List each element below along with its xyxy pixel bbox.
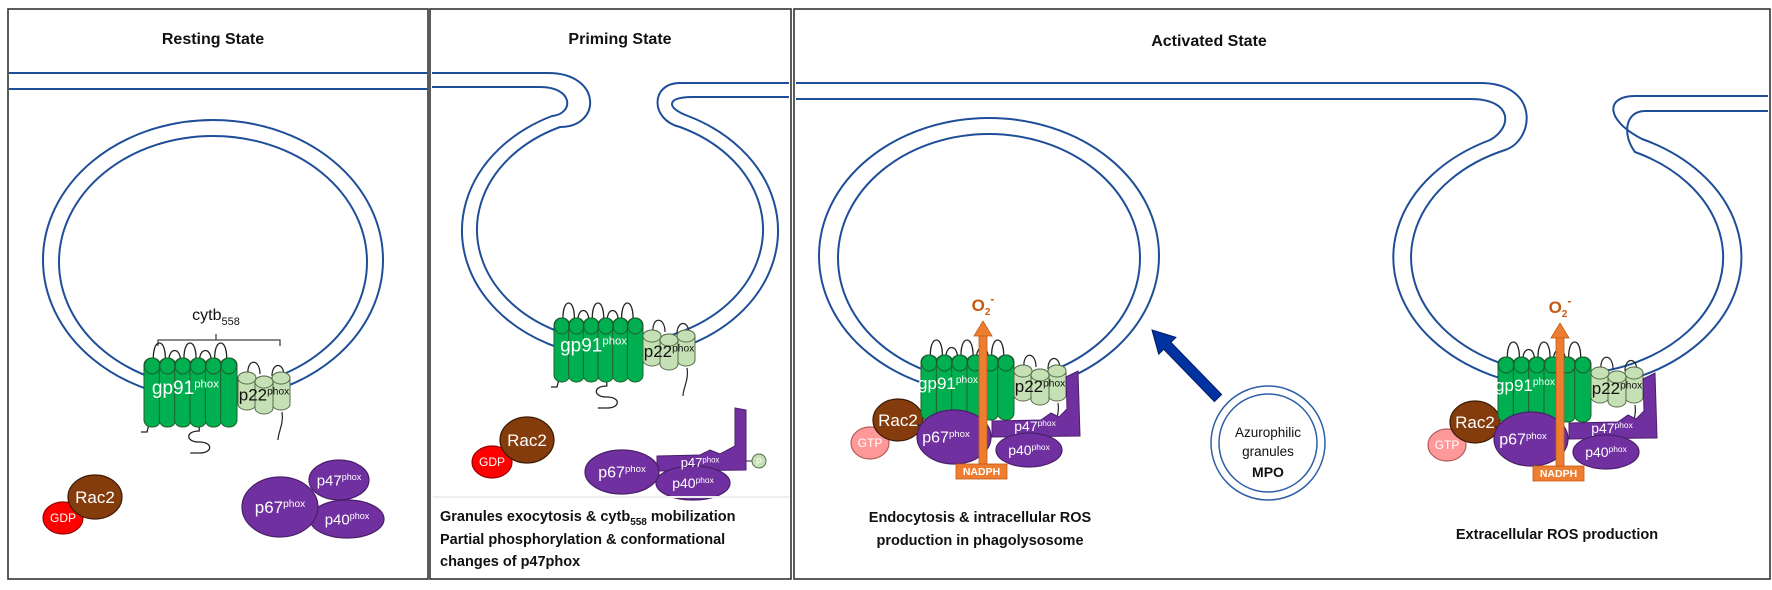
gp91-label: gp91phox: [560, 335, 627, 356]
granule-label-mpo: MPO: [1252, 464, 1284, 480]
p40phox: [1572, 434, 1640, 470]
phosphate-label: P: [756, 457, 762, 467]
gp91-label: gp91phox: [1495, 376, 1555, 395]
p47-label: p47phox: [1014, 418, 1056, 434]
priming-caption-line2: Partial phosphorylation & conformational: [440, 532, 725, 548]
superoxide-label: O2-: [972, 292, 995, 318]
active-complex-phagosome: [850, 320, 1081, 480]
gdp-label: GDP: [50, 511, 76, 525]
priming-caption-line3: changes of p47phox: [440, 554, 580, 570]
nadph-box: [955, 463, 1008, 480]
rac2: [67, 474, 123, 520]
nadph-label: NADPH: [963, 466, 1000, 478]
plasma-membrane-priming: [432, 72, 789, 359]
p40phox-label: p40phox: [325, 511, 370, 528]
gtp-label: GTP: [858, 436, 883, 450]
p22phox: [642, 319, 696, 397]
panel-title-priming: Priming State: [568, 31, 671, 48]
gtp-label: GTP: [1435, 438, 1460, 452]
gp91phox: [141, 342, 238, 454]
rac2-label: Rac2: [1455, 413, 1495, 432]
gtp: [1427, 428, 1467, 462]
p47phox-label: p47phox: [317, 472, 362, 489]
panel-title-activated: Activated State: [1151, 33, 1267, 50]
p67phox-label: p67phox: [255, 498, 305, 517]
p40phox: [995, 432, 1063, 468]
plasma-membrane-resting: [9, 72, 427, 90]
p22phox: [1013, 354, 1067, 432]
superoxide-label: O2-: [1549, 294, 1572, 320]
gp91phox: [551, 302, 644, 409]
extracellular-caption: Extracellular ROS production: [1456, 527, 1658, 543]
p22-label: p22phox: [1592, 379, 1642, 398]
p40phox-label: p40phox: [1008, 442, 1050, 458]
active-complex-plasma-membrane: [1427, 322, 1658, 482]
p67phox: [241, 476, 319, 538]
panel-title-resting: Resting State: [162, 31, 264, 48]
intracellular-caption-line1: Endocytosis & intracellular ROS: [869, 510, 1092, 526]
nadph-label: NADPH: [1540, 468, 1577, 480]
panel-priming: [429, 8, 792, 580]
gdp-label: GDP: [479, 455, 505, 469]
p22-label: p22phox: [1015, 377, 1065, 396]
granule-fusion-arrow-icon: [1151, 329, 1223, 403]
p40phox-label: p40phox: [672, 475, 714, 491]
p40phox: [655, 465, 731, 501]
rac2-label: Rac2: [878, 411, 918, 430]
intracellular-caption-line2: production in phagolysosome: [876, 533, 1083, 549]
p40phox-label: p40phox: [1585, 444, 1627, 460]
p22phox: [237, 361, 291, 441]
azurophilic-granule: Azurophilic granules MPO: [1210, 385, 1326, 501]
p22-label: p22phox: [239, 386, 289, 405]
granule-label-line1: Azurophilic: [1235, 425, 1301, 440]
p67phox: [1493, 411, 1569, 467]
phosphate: [751, 453, 767, 469]
rac2-label: Rac2: [507, 431, 547, 450]
panel-activated: [793, 8, 1771, 580]
rac2-label: Rac2: [75, 488, 115, 507]
p22-label: p22phox: [644, 342, 694, 361]
panel-resting: [7, 8, 429, 580]
gp91-label: gp91phox: [152, 378, 219, 399]
p67phox-label: p67phox: [922, 429, 970, 447]
phagosome-vesicle: [818, 117, 1160, 395]
p47-label: p47phox: [1591, 420, 1633, 436]
priming-caption-line1: Granules exocytosis & cytb558 mobilizati…: [440, 509, 735, 528]
gdp: [471, 445, 513, 479]
gtp: [850, 426, 890, 460]
plasma-membrane-activated: [796, 82, 1768, 390]
priming-complex: [471, 302, 767, 501]
p47-label: p47phox: [681, 455, 720, 470]
gp91-label: gp91phox: [918, 374, 978, 393]
rac2: [872, 398, 924, 442]
rac2: [1449, 400, 1501, 444]
protein-labels: gp91phoxp22phoxGDPRac2p47phoxp40phoxp67p…: [50, 292, 1642, 528]
cytb558-label: cytb558: [192, 307, 240, 328]
p47phox: [991, 370, 1081, 438]
p67phox: [584, 449, 660, 495]
p67phox-label: p67phox: [1499, 431, 1547, 449]
granule-label-line2: granules: [1242, 444, 1294, 459]
nadph-box: [1532, 465, 1585, 482]
resting-complex: [42, 342, 385, 539]
p47phox: [1568, 372, 1658, 440]
p67phox-label: p67phox: [598, 464, 646, 482]
p67phox: [916, 409, 992, 465]
rac2: [499, 416, 555, 464]
p22phox: [1590, 356, 1644, 434]
